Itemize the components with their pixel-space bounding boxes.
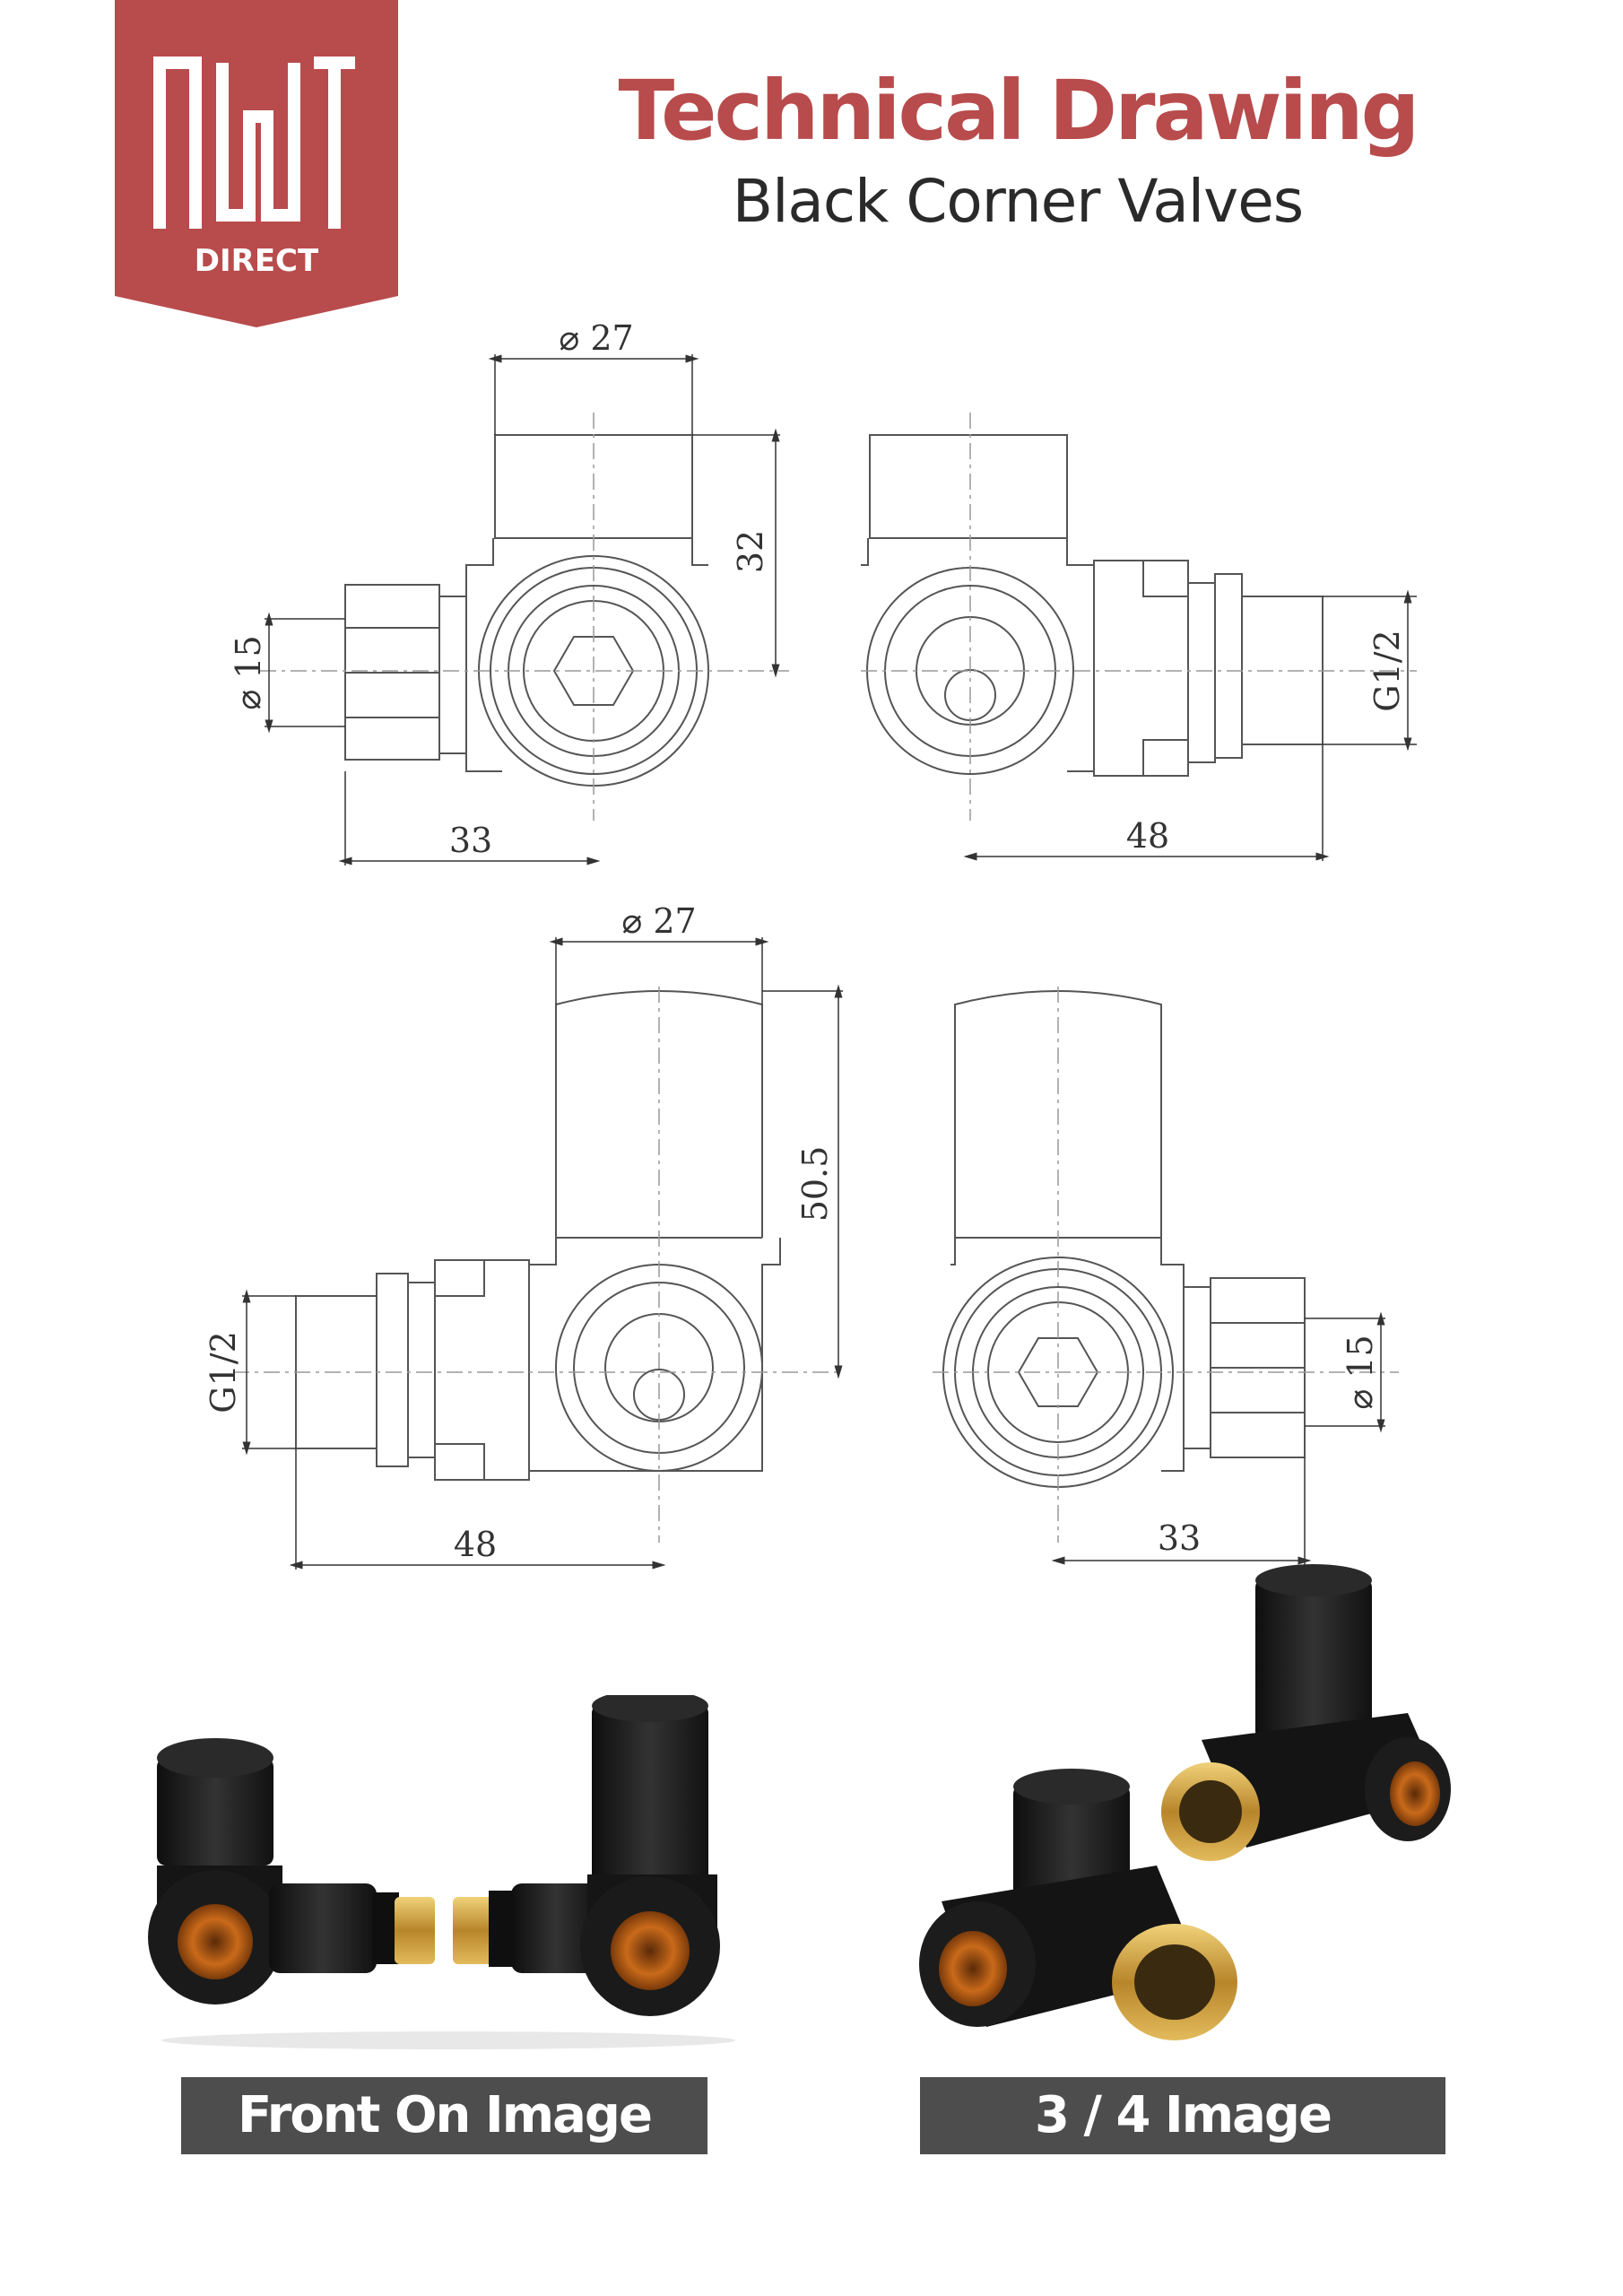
dim-bl-diameter: 27 (653, 901, 696, 941)
dimensions-bottom-left (242, 937, 843, 1570)
dim-tl-width: 33 (449, 821, 492, 860)
dim-tl-pipe-symbol: ⌀ (229, 690, 268, 710)
dim-tl-height: 32 (731, 530, 770, 573)
front-on-product-image (148, 1695, 735, 2049)
svg-text:⌀ 27: ⌀ 27 (621, 901, 696, 941)
view-top-left (344, 434, 709, 787)
view-bottom-left (295, 990, 781, 1481)
page-title: Technical Drawing (618, 63, 1420, 159)
dim-tr-thread: G1/2 (1367, 630, 1407, 712)
dim-br-width: 33 (1158, 1518, 1201, 1558)
view-bottom-right (942, 990, 1306, 1488)
dimensions-bottom-right (1051, 1311, 1385, 1565)
three-quarter-product-image (919, 1564, 1451, 2040)
caption-three-quarter: 3 / 4 Image (920, 2077, 1445, 2154)
dim-br-pipe-symbol: ⌀ (1341, 1389, 1380, 1410)
technical-drawing: ⌀ 27 32 ⌀ 15 33 G1/2 48 (204, 318, 1417, 1570)
dim-bl-width: 48 (454, 1525, 497, 1564)
dimensions-top-left (265, 354, 780, 865)
nwt-direct-logo: DIRECT (115, 0, 398, 327)
dim-tl-diameter-symbol: ⌀ (559, 318, 579, 358)
dim-tl-diameter: 27 (590, 318, 633, 358)
dim-tl-pipe: 15 (229, 635, 268, 678)
svg-text:⌀ 27: ⌀ 27 (559, 318, 633, 358)
dim-bl-thread: G1/2 (204, 1331, 243, 1413)
centerlines-top-left (260, 413, 789, 821)
dim-bl-diameter-symbol: ⌀ (621, 901, 642, 941)
dimensions-top-right (963, 589, 1417, 861)
dim-tr-width: 48 (1126, 816, 1169, 856)
svg-text:⌀ 15: ⌀ 15 (229, 635, 268, 709)
view-top-right (861, 434, 1324, 777)
dim-bl-height: 50.5 (795, 1146, 835, 1222)
page-subtitle: Black Corner Valves (732, 167, 1304, 236)
dim-br-pipe: 15 (1341, 1335, 1380, 1378)
svg-text:⌀ 15: ⌀ 15 (1341, 1335, 1380, 1409)
logo-sub-text: DIRECT (195, 243, 319, 279)
caption-front-on: Front On Image (181, 2077, 707, 2154)
